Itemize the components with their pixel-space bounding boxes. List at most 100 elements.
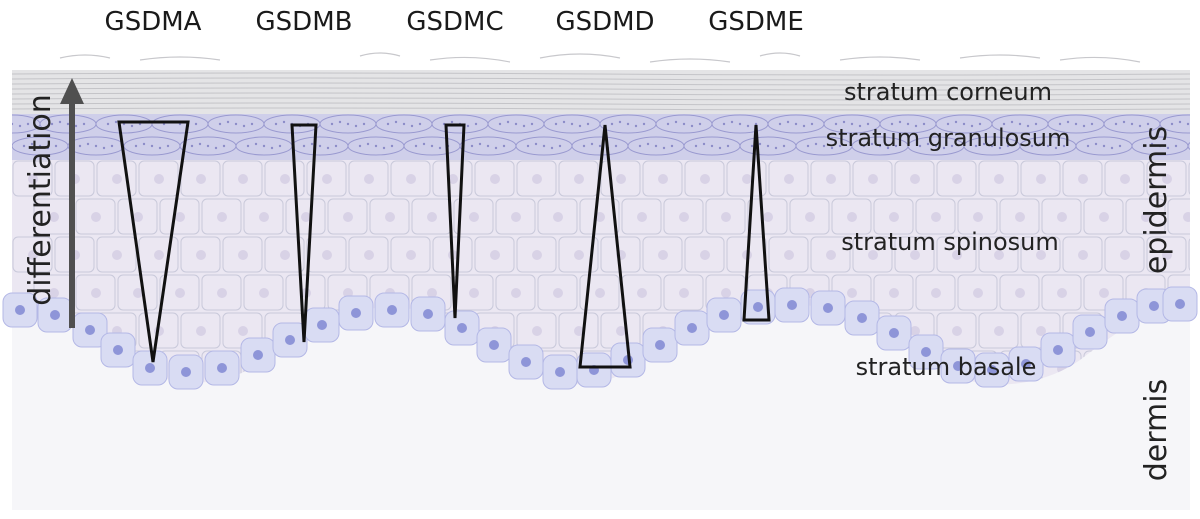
granule xyxy=(110,144,114,148)
spinosum-cell xyxy=(558,236,599,273)
granule xyxy=(382,146,386,150)
spinosum-cell xyxy=(159,274,200,311)
cell-nucleus xyxy=(931,212,941,222)
granule xyxy=(150,144,154,148)
granule xyxy=(802,124,806,128)
basal-nucleus xyxy=(50,310,60,320)
granule xyxy=(634,124,638,128)
spinosum-cell xyxy=(978,312,1019,349)
granule xyxy=(354,124,358,128)
granule xyxy=(282,120,286,124)
spinosum-cell xyxy=(1146,160,1187,197)
spinosum-cell xyxy=(117,198,158,235)
cell-nucleus xyxy=(322,250,332,260)
cell-nucleus xyxy=(490,250,500,260)
cell-nucleus xyxy=(280,250,290,260)
granule xyxy=(974,144,978,148)
basal-nucleus xyxy=(85,325,95,335)
granule xyxy=(198,142,202,146)
cell-nucleus xyxy=(595,212,605,222)
cell-nucleus xyxy=(658,174,668,184)
granule xyxy=(1146,122,1150,126)
cell-nucleus xyxy=(1141,212,1151,222)
granule xyxy=(390,144,394,148)
spinosum-cell xyxy=(327,198,368,235)
granule xyxy=(3,121,5,123)
gene-label-gsdmb: GSDMB xyxy=(256,7,353,37)
granule xyxy=(326,146,330,150)
basal-nucleus xyxy=(1117,311,1127,321)
spinosum-cell xyxy=(1062,160,1103,197)
granule xyxy=(1090,122,1094,126)
basal-nucleus xyxy=(423,309,433,319)
cell-nucleus xyxy=(1099,212,1109,222)
granule xyxy=(66,122,70,126)
granule xyxy=(1170,122,1174,126)
granule xyxy=(214,146,218,150)
cell-nucleus xyxy=(196,250,206,260)
cell-nucleus xyxy=(28,250,38,260)
granule xyxy=(26,122,30,126)
granulosum-cell xyxy=(1159,114,1190,134)
granule xyxy=(838,144,842,148)
granule xyxy=(334,144,338,148)
spinosum-cell xyxy=(1083,274,1124,311)
cell-nucleus xyxy=(217,212,227,222)
granule xyxy=(1038,142,1042,146)
granule xyxy=(1094,142,1098,146)
granule xyxy=(1086,144,1090,148)
cell-nucleus xyxy=(952,174,962,184)
basal-nucleus xyxy=(15,305,25,315)
cell-nucleus xyxy=(154,250,164,260)
cell-nucleus xyxy=(1162,174,1172,184)
granule xyxy=(722,122,726,126)
basal-nucleus xyxy=(317,320,327,330)
wedge-gsdma xyxy=(117,120,190,363)
granule xyxy=(134,144,138,148)
granule xyxy=(906,122,910,126)
spinosum-cell xyxy=(159,198,200,235)
granule xyxy=(274,122,278,126)
granule xyxy=(1046,144,1050,148)
spinosum-cell xyxy=(1083,198,1124,235)
granule xyxy=(1174,144,1178,148)
spinosum-cell xyxy=(810,160,851,197)
granule xyxy=(942,146,946,150)
label-stratum-basale: stratum basale xyxy=(856,353,1037,381)
cell-nucleus xyxy=(700,174,710,184)
cell-nucleus xyxy=(868,250,878,260)
spinosum-cell xyxy=(768,236,809,273)
gene-label-gsdmc: GSDMC xyxy=(406,7,503,37)
granule xyxy=(1010,120,1014,124)
cell-nucleus xyxy=(238,250,248,260)
granule xyxy=(22,144,26,148)
spinosum-cell xyxy=(474,160,515,197)
granule xyxy=(494,146,498,150)
cell-nucleus xyxy=(175,288,185,298)
granule xyxy=(646,142,650,146)
granule xyxy=(1030,144,1034,148)
basal-nucleus xyxy=(1021,359,1031,369)
granule xyxy=(774,146,778,150)
granule xyxy=(102,146,106,150)
spinosum-cell xyxy=(201,274,242,311)
cell-nucleus xyxy=(490,174,500,184)
cell-nucleus xyxy=(721,212,731,222)
cell-nucleus xyxy=(889,212,899,222)
granule xyxy=(430,144,434,148)
spinosum-cell xyxy=(978,236,1019,273)
granule xyxy=(246,144,250,148)
granule xyxy=(1058,122,1062,126)
granule xyxy=(46,146,50,150)
cell-nucleus xyxy=(868,174,878,184)
granule xyxy=(890,122,894,126)
cell-nucleus xyxy=(553,212,563,222)
granule xyxy=(662,146,666,150)
granule xyxy=(550,146,554,150)
basal-nucleus xyxy=(457,323,467,333)
cell-nucleus xyxy=(973,288,983,298)
cell-nucleus xyxy=(952,250,962,260)
spinosum-cell xyxy=(138,312,179,349)
granule xyxy=(666,122,670,126)
spinosum-cell xyxy=(663,198,704,235)
